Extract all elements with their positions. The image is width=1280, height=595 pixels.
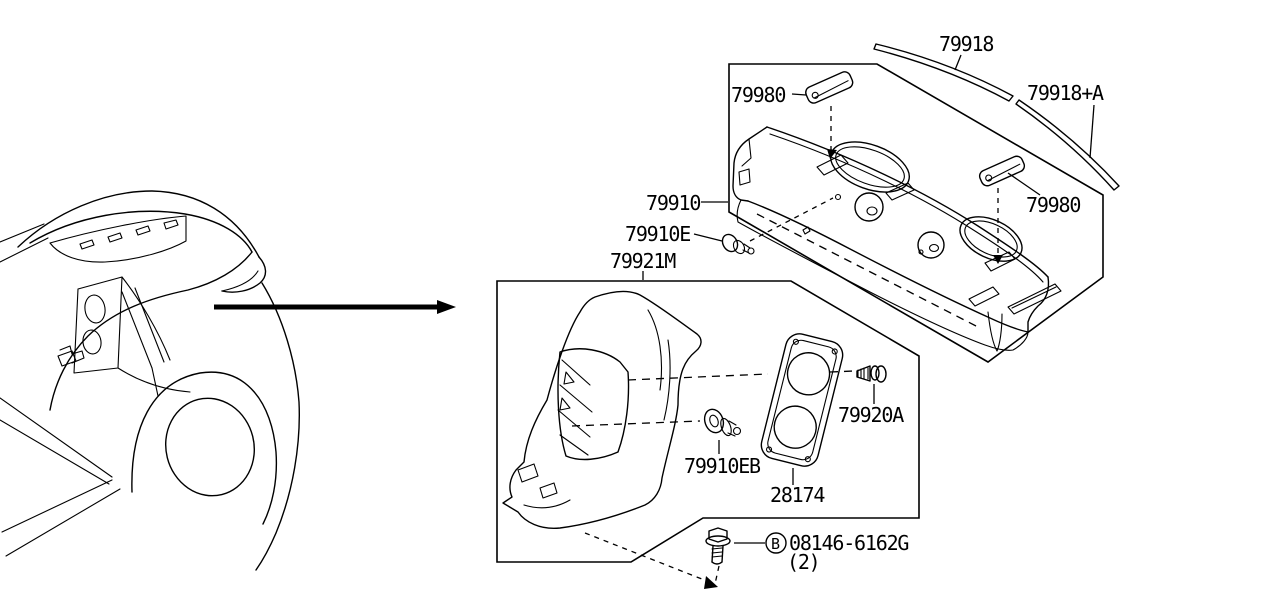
car-illustration: [0, 190, 300, 571]
shelf-assembly-box: [728, 63, 1104, 363]
label-79918: 79918: [939, 32, 993, 56]
finisher-assembly-box: [496, 280, 920, 563]
label-bolt-code: 08146-6162G: [789, 531, 908, 555]
screw-79920a: [856, 365, 887, 383]
circle-b-icon: [765, 532, 787, 554]
parcel-shelf-finisher: [732, 126, 1062, 352]
direction-arrow: [214, 300, 456, 314]
label-28174: 28174: [770, 483, 825, 507]
car-side-finisher: [57, 276, 191, 393]
label-b: B: [771, 535, 780, 553]
rear-window-molding-79918: [873, 43, 1014, 102]
label-79980-left: 79980: [731, 83, 785, 107]
label-79921m: 79921M: [610, 249, 676, 273]
label-79910: 79910: [646, 191, 700, 215]
finisher-mount-dashes: [571, 370, 855, 589]
speaker-grille-28174: [760, 333, 844, 467]
label-79910eb: 79910EB: [684, 454, 761, 478]
label-79918a: 79918+A: [1027, 81, 1104, 105]
label-79980-right: 79980: [1026, 193, 1080, 217]
pad-left-79980: [805, 71, 854, 104]
clip-79910eb: [703, 408, 742, 437]
clip-79910e: [721, 233, 755, 255]
side-finisher-panel: [502, 290, 702, 529]
label-79910e: 79910E: [625, 222, 690, 246]
label-79920a: 79920A: [838, 403, 904, 427]
part-labels: 79918 79918+A 79980 79980 79910 79910E 7…: [610, 32, 1105, 574]
leader-lines: [642, 54, 1095, 544]
car-parcel-shelf: [49, 215, 187, 397]
bolt-callout: B 08146-6162G (2): [765, 531, 910, 574]
pad-right-79980: [978, 155, 1026, 187]
rear-window-molding-79918a: [1015, 99, 1120, 191]
label-bolt-qty: (2): [787, 550, 820, 574]
bolt-08146: [705, 527, 731, 565]
